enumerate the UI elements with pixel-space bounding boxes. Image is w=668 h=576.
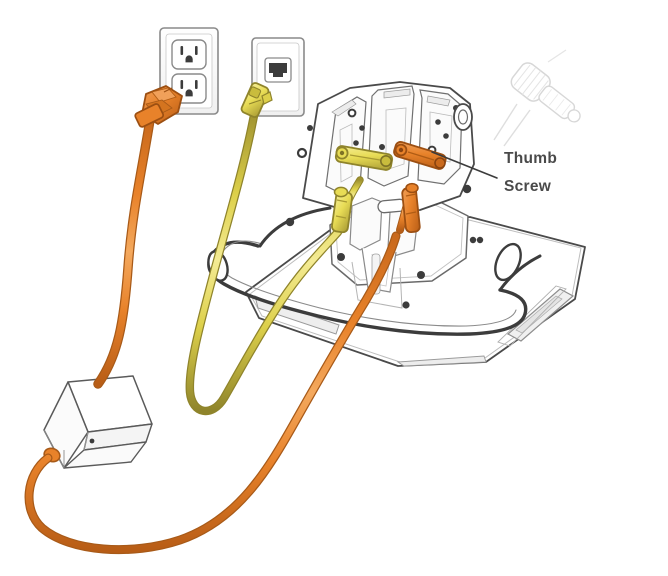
callout-leader-line (431, 151, 498, 179)
power-brick (43, 375, 153, 469)
thumb-screw-label-line1: Thumb (504, 150, 557, 167)
rj45-port (264, 57, 292, 83)
monitor-rear (207, 81, 586, 367)
thumb-screw-inset (493, 49, 581, 147)
ethernet-connector-upper (334, 145, 394, 171)
ac-plug-orange (134, 85, 183, 128)
thumb-screw-label-line2: Screw (504, 178, 552, 195)
callout-thumb-screw: Thumb Screw (431, 150, 557, 195)
power-connector-upper (393, 141, 447, 170)
power-led (89, 438, 95, 444)
power-cable (24, 85, 447, 555)
rj45-plug-wall (240, 82, 273, 118)
ethernet-connector-lower (331, 186, 353, 234)
receptacle-upper (171, 39, 207, 70)
ethernet-cable (185, 82, 394, 416)
power-connector-lower (401, 182, 421, 234)
